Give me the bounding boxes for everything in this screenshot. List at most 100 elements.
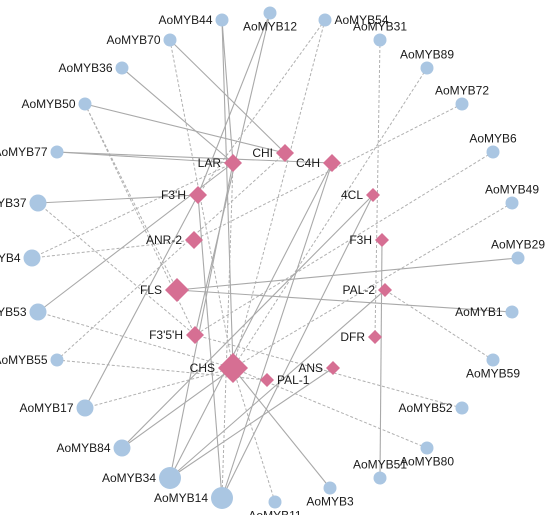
gene-node-ans[interactable] (326, 361, 340, 375)
node-label-f3-5-h: F3'5'H (149, 328, 183, 342)
edge-AoMYB84-4CL (121, 194, 374, 449)
edge-AoMYB6-F3'5'H (194, 151, 494, 336)
gene-node-chs[interactable] (218, 353, 248, 383)
node-label-aomyb84: AoMYB84 (56, 441, 110, 455)
edge-AoMYB34-PAL-2 (169, 289, 386, 479)
node-label-pal-2: PAL-2 (343, 283, 376, 297)
node-label-aomyb34: AoMYB34 (102, 471, 156, 485)
edge-AoMYB50-FLS (84, 103, 178, 291)
edge-AoMYB29-FLS (176, 257, 519, 291)
edge-layer (31, 12, 519, 503)
node-label-aomyb31: AoMYB31 (353, 20, 407, 34)
myb-node-aomyb31[interactable] (373, 33, 387, 47)
myb-node-aomyb52[interactable] (455, 401, 469, 415)
node-layer (23, 6, 525, 509)
edge-AoMYB34-C4H (169, 162, 333, 479)
edge-AoMYB31-DFR (374, 39, 381, 338)
edge-AoMYB37-F3'H (37, 194, 199, 204)
myb-node-aomyb3[interactable] (323, 481, 337, 495)
myb-node-aomyb37[interactable] (29, 194, 47, 212)
node-label-dfr: DFR (340, 330, 365, 344)
myb-node-aomyb59[interactable] (486, 353, 500, 367)
myb-node-aomyb17[interactable] (76, 399, 94, 417)
edge-AoMYB12-F3'5'H (194, 12, 271, 336)
gene-node-pal-2[interactable] (378, 283, 392, 297)
gene-node-pal-1[interactable] (260, 373, 274, 387)
node-label-4cl: 4CL (341, 188, 363, 202)
myb-node-aomyb51[interactable] (373, 471, 387, 485)
myb-node-aomyb72[interactable] (455, 97, 469, 111)
node-label-aomyb51: AoMYB51 (353, 458, 407, 472)
edge-AoMYB12-F3'H (197, 12, 271, 196)
gene-node-4cl[interactable] (366, 188, 380, 202)
node-label-lar: LAR (198, 156, 222, 170)
edge-AoMYB1-FLS (176, 289, 513, 313)
edge-AoMYB17-F3'H (84, 194, 199, 409)
gene-node-f3-h[interactable] (189, 186, 207, 204)
gene-node-f3-5-h[interactable] (186, 326, 204, 344)
edge-AoMYB77-LAR (56, 151, 234, 164)
edge-AoMYB50-F3'5'H (84, 103, 196, 336)
myb-node-aomyb84[interactable] (113, 439, 131, 457)
node-label-aomyb17: AoMYB17 (19, 401, 73, 415)
gene-node-fls[interactable] (165, 278, 189, 302)
myb-node-aomyb11[interactable] (268, 495, 282, 509)
myb-node-aomyb12[interactable] (263, 6, 277, 20)
gene-node-chi[interactable] (276, 144, 294, 162)
edge-AoMYB4-LAR (31, 162, 234, 259)
edge-AoMYB34-ANS (169, 367, 334, 479)
myb-node-aomyb55[interactable] (50, 353, 64, 367)
myb-node-aomyb70[interactable] (163, 33, 177, 47)
edge-AoMYB53-LAR (37, 162, 234, 313)
gene-node-anr-2[interactable] (185, 231, 203, 249)
edge-AoMYB14-C4H (221, 162, 333, 499)
myb-node-aomyb53[interactable] (29, 303, 47, 321)
edge-AoMYB77-C4H (56, 151, 333, 164)
node-label-aomyb53: AoMYB53 (0, 305, 27, 319)
gene-node-c4h[interactable] (323, 154, 341, 172)
myb-node-aomyb36[interactable] (115, 61, 129, 75)
node-label-aomyb6: AoMYB6 (469, 132, 517, 146)
edge-AoMYB52-F3'5'H (194, 334, 463, 409)
myb-node-aomyb50[interactable] (78, 97, 92, 111)
myb-node-aomyb6[interactable] (486, 145, 500, 159)
node-label-anr-2: ANR-2 (146, 233, 182, 247)
gene-node-lar[interactable] (224, 154, 242, 172)
myb-node-aomyb54[interactable] (318, 13, 332, 27)
node-label-aomyb80: AoMYB80 (400, 455, 454, 469)
node-label-aomyb77: AoMYB77 (0, 145, 48, 159)
myb-node-aomyb49[interactable] (505, 196, 519, 210)
node-label-chs: CHS (190, 361, 215, 375)
myb-node-aomyb34[interactable] (159, 467, 181, 489)
edge-AoMYB51-F3H (379, 239, 383, 479)
edge-AoMYB3-CHS (232, 367, 331, 489)
myb-node-aomyb89[interactable] (420, 61, 434, 75)
myb-node-aomyb1[interactable] (505, 305, 519, 319)
node-label-aomyb55: AoMYB55 (0, 353, 48, 367)
edge-AoMYB14-LAR (221, 162, 234, 499)
myb-node-aomyb29[interactable] (511, 251, 525, 265)
node-label-aomyb3: AoMYB3 (306, 495, 354, 509)
node-label-aomyb12: AoMYB12 (243, 20, 297, 34)
node-label-aomyb72: AoMYB72 (435, 84, 489, 98)
node-label-aomyb14: AoMYB14 (154, 491, 208, 505)
edge-AoMYB50-CHI (84, 103, 286, 154)
node-label-aomyb89: AoMYB89 (400, 48, 454, 62)
node-label-chi: CHI (252, 146, 273, 160)
gene-node-dfr[interactable] (368, 330, 382, 344)
myb-node-aomyb80[interactable] (420, 441, 434, 455)
gene-node-f3h[interactable] (375, 233, 389, 247)
edge-AoMYB54-F3'H (197, 19, 326, 196)
myb-node-aomyb4[interactable] (23, 249, 41, 267)
edge-AoMYB37-F3'5'H (37, 202, 196, 336)
myb-node-aomyb44[interactable] (215, 13, 229, 27)
myb-node-aomyb77[interactable] (50, 145, 64, 159)
myb-node-aomyb14[interactable] (211, 487, 233, 509)
node-label-pal-1: PAL-1 (277, 373, 310, 387)
node-label-f3h: F3H (349, 233, 372, 247)
edge-AoMYB84-CHS (121, 367, 234, 449)
edge-AoMYB49-CHS (232, 202, 513, 369)
